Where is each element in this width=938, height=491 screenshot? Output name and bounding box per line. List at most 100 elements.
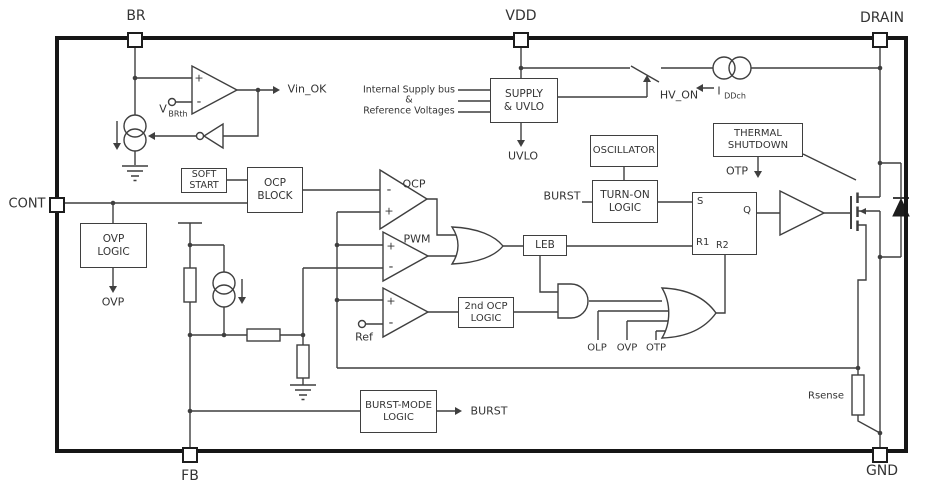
leb-block: LEB — [523, 235, 567, 256]
wires — [65, 48, 902, 447]
vbrth-subscript: BRth — [168, 109, 188, 119]
burst-mode-logic-block: BURST-MODE LOGIC — [360, 390, 437, 433]
otp-arrow — [754, 171, 762, 178]
comp1-minus: - — [196, 94, 202, 110]
resistor-horizontal — [246, 328, 281, 342]
sr-latch: S Q R1 R2 — [692, 192, 757, 255]
ground-symbol-fb — [290, 384, 316, 401]
uvlo-arrow — [517, 140, 525, 147]
ic-boundary — [55, 36, 908, 453]
pwm-minus: - — [388, 259, 394, 275]
ocp-comparator — [379, 168, 429, 231]
fb-source-arrow — [238, 297, 246, 304]
uvlo-label: UVLO — [508, 149, 538, 163]
supply-bus-line1: Internal Supply bus — [362, 84, 456, 96]
supply-bus-line2: & — [405, 94, 413, 106]
or-gate-pwm-ocp — [450, 226, 504, 265]
pin-label-vdd: VDD — [505, 8, 537, 24]
supply-uvlo-block: SUPPLY & UVLO — [490, 78, 558, 123]
inverter-arrow — [148, 132, 155, 140]
and-gate — [557, 283, 589, 319]
or-gate-protection — [660, 287, 717, 339]
comp1-plus: + — [194, 71, 204, 85]
olp-label: OLP — [587, 342, 607, 354]
ocp-block: OCP BLOCK — [247, 167, 303, 213]
iddch-current-source — [712, 56, 736, 80]
ref-terminal — [357, 319, 367, 329]
wire-output-section — [337, 162, 902, 447]
second-ocp-logic-block: 2nd OCP LOGIC — [458, 297, 514, 328]
arrowheads — [109, 75, 866, 415]
brownout-comparator — [191, 64, 239, 116]
pin-cont — [49, 197, 65, 213]
thermal-shutdown-block: THERMAL SHUTDOWN — [713, 123, 803, 157]
oscillator-block: OSCILLATOR — [590, 135, 658, 167]
wire-core-section — [302, 189, 780, 368]
iddch-subscript: DDch — [724, 91, 746, 101]
soft-start-block: SOFT START — [181, 168, 227, 193]
second-ocp-comparator — [382, 286, 430, 339]
latch-q-label: Q — [743, 205, 751, 216]
pin-label-drain: DRAIN — [859, 10, 905, 26]
resistor-divider-bottom — [296, 344, 310, 379]
pin-br — [127, 32, 143, 48]
pin-label-br: BR — [126, 8, 146, 24]
latch-r1-label: R1 — [696, 237, 710, 248]
pin-drain — [872, 32, 888, 48]
latch-s-label: S — [697, 196, 704, 207]
resistor-divider-top — [183, 267, 197, 303]
supply-bus-line3: Reference Voltages — [363, 105, 455, 117]
ocp-minus: - — [386, 182, 392, 198]
wire-cont-section — [65, 179, 247, 288]
gate-driver-buffer — [779, 189, 826, 237]
latch-r2-label: R2 — [716, 240, 729, 251]
current-sources — [123, 56, 752, 308]
mosfet-body-arrow — [859, 208, 866, 215]
pin-label-fb: FB — [181, 468, 199, 484]
wire-br-section — [116, 48, 274, 165]
pin-gnd — [872, 447, 888, 463]
otp-thermal-label: OTP — [725, 164, 749, 178]
br-current-source — [123, 114, 147, 138]
pin-fb — [182, 447, 198, 463]
rsense-label: Rsense — [807, 390, 845, 402]
burst-arrow — [455, 407, 462, 415]
ground-symbol-br — [122, 165, 148, 182]
turn-on-logic-block: TURN-ON LOGIC — [592, 180, 658, 223]
comp3-plus: + — [386, 294, 396, 308]
vin-ok-arrow — [273, 86, 280, 94]
br-source-arrow — [113, 143, 121, 150]
otp-gate-label: OTP — [645, 342, 667, 354]
iddch-arrow — [696, 84, 703, 92]
ref-label: Ref — [355, 330, 373, 344]
inverter-bubble — [195, 131, 205, 141]
ovp-output-label: OVP — [101, 295, 125, 309]
iddch-symbol: I — [717, 84, 721, 98]
pwm-comparator-label: PWM — [403, 232, 431, 246]
pin-label-cont: CONT — [8, 196, 46, 212]
hv-on-label: HV_ON — [659, 88, 699, 102]
comp3-minus: - — [388, 315, 394, 331]
gates — [167, 64, 865, 416]
ovp-gate-label: OVP — [616, 342, 638, 354]
vbrth-symbol: V — [159, 102, 167, 116]
burst-input-label: BURST — [543, 189, 581, 203]
burst-output-label: BURST — [470, 404, 508, 418]
junction-dots — [110, 65, 883, 436]
wire-top-section — [458, 48, 881, 197]
inverter-gate — [202, 122, 224, 150]
vbrth-terminal — [167, 97, 177, 107]
hv-on-arrow — [643, 75, 651, 82]
vin-ok-label: Vin_OK — [287, 82, 327, 96]
pin-vdd — [513, 32, 529, 48]
ovp-arrow — [109, 286, 117, 293]
pwm-comparator — [382, 230, 430, 283]
pin-label-gnd: GND — [865, 463, 899, 479]
ocp-comparator-label: OCP — [402, 177, 426, 191]
rsense-resistor — [851, 374, 865, 416]
ocp-plus: + — [384, 204, 394, 218]
fb-current-source — [212, 271, 236, 295]
ovp-logic-block: OVP LOGIC — [80, 223, 147, 268]
